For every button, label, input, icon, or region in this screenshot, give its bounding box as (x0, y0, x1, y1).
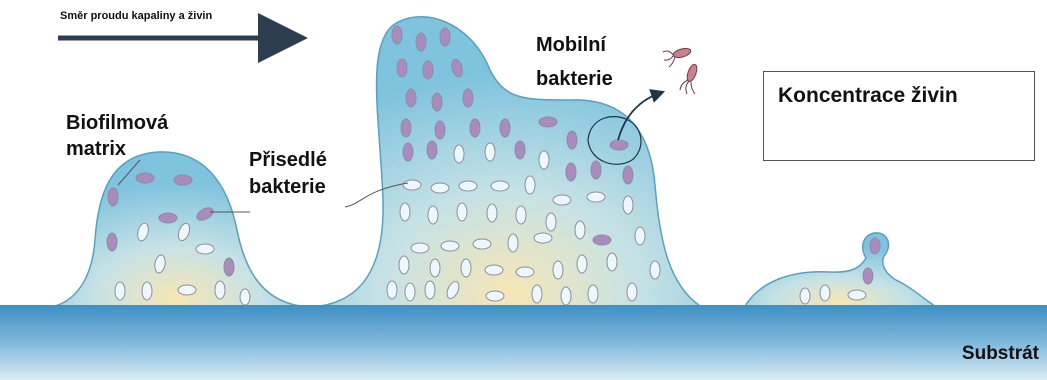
biofilm-tower-center (320, 17, 700, 306)
nutrient-legend: Koncentrace živin (763, 71, 1035, 161)
attached-bacterium (215, 281, 225, 299)
attached-bacterium (416, 33, 426, 51)
attached-bacterium (441, 241, 459, 251)
attached-bacterium (870, 238, 880, 254)
attached-bacterium (399, 256, 409, 274)
mobile-bacteria-label: Mobilní bakterie (536, 28, 613, 96)
attached-bacterium (159, 213, 177, 223)
attached-bacterium (397, 59, 407, 77)
attached-bacterium (587, 192, 605, 202)
attached-bacterium (575, 221, 585, 239)
attached-bacterium (461, 259, 471, 277)
attached-bacterium (435, 121, 445, 139)
attached-bacterium (427, 141, 437, 159)
attached-bacterium (820, 285, 830, 301)
attached-bacterium (561, 287, 571, 305)
attached-bacterium (463, 89, 473, 107)
attached-bacterium (224, 258, 234, 276)
attached-bacterium (428, 206, 438, 224)
attached-bacterium (473, 239, 491, 249)
attached-bacterium (486, 291, 504, 301)
attached-bacterium (532, 285, 542, 303)
attached-bacterium (487, 204, 497, 222)
attached-bacterium (485, 265, 503, 275)
attached-bacterium (459, 181, 477, 191)
attached-bacterium (525, 176, 535, 194)
attached-bacterium (401, 119, 411, 137)
attached-bacterium (403, 143, 413, 161)
attached-bacterium (387, 281, 397, 299)
attached-bacterium (588, 285, 598, 303)
attached-bacterium (432, 93, 442, 111)
attached-bacterium (508, 234, 518, 252)
attached-bacterium (516, 267, 534, 277)
attached-bacterium (107, 233, 117, 251)
attached-bacterium (423, 61, 433, 79)
attached-bacterium (431, 183, 449, 193)
attached-bacterium (635, 227, 645, 245)
attached-bacteria-label: Přisedlé bakterie (249, 147, 327, 201)
attached-bacterium (108, 188, 118, 206)
flagellated-bacterium-icon (680, 63, 699, 94)
flagellated-bacterium-icon (663, 47, 692, 67)
attached-bacterium (196, 244, 214, 254)
attached-bacterium (591, 161, 601, 179)
attached-bacterium (553, 195, 571, 205)
attached-bacterium (566, 163, 576, 181)
attached-bacterium (142, 282, 152, 300)
attached-bacterium (539, 117, 557, 127)
attached-bacterium (405, 283, 415, 301)
attached-bacterium (848, 290, 866, 300)
attached-bacterium (411, 243, 429, 253)
attached-bacterium (553, 261, 563, 279)
attached-bacterium (403, 180, 421, 190)
attached-bacterium (440, 28, 450, 46)
attached-bacterium (534, 233, 552, 243)
nutrient-legend-title: Koncentrace živin (778, 84, 958, 108)
attached-bacterium (515, 141, 525, 159)
attached-bacterium (178, 285, 196, 295)
attached-bacterium (593, 235, 611, 245)
attached-bacterium (650, 261, 660, 279)
attached-bacterium (567, 131, 577, 149)
attached-bacterium (516, 206, 526, 224)
attached-bacterium (457, 203, 467, 221)
attached-bacterium (491, 181, 509, 191)
attached-bacterium (115, 282, 125, 300)
attached-bacterium (539, 151, 549, 169)
attached-bacterium (577, 255, 587, 273)
attached-bacterium (627, 283, 637, 301)
attached-bacterium (607, 253, 617, 271)
attached-bacterium (425, 281, 435, 299)
attached-bacterium (800, 288, 810, 304)
attached-bacterium (546, 213, 556, 231)
substrate-layer (0, 305, 1047, 380)
biofilm-matrix-label: Biofilmová matrix (66, 110, 168, 162)
attached-bacterium (623, 166, 633, 184)
attached-bacterium (400, 203, 410, 221)
substrate-label: Substrát (962, 343, 1039, 365)
attached-bacterium (430, 259, 440, 277)
biofilm-mound-small (745, 233, 935, 306)
attached-bacterium (863, 268, 873, 284)
attached-bacterium (623, 196, 633, 214)
attached-bacterium (610, 140, 628, 150)
attached-bacterium (470, 119, 480, 137)
attached-bacterium (485, 143, 495, 161)
attached-bacterium (136, 173, 154, 183)
attached-bacterium (174, 175, 192, 185)
attached-bacterium (454, 145, 464, 163)
flow-direction-label: Směr proudu kapaliny a živin (60, 10, 212, 22)
attached-bacterium (240, 289, 250, 305)
attached-bacterium (392, 26, 402, 44)
attached-bacterium (500, 119, 510, 137)
attached-bacterium (406, 89, 416, 107)
